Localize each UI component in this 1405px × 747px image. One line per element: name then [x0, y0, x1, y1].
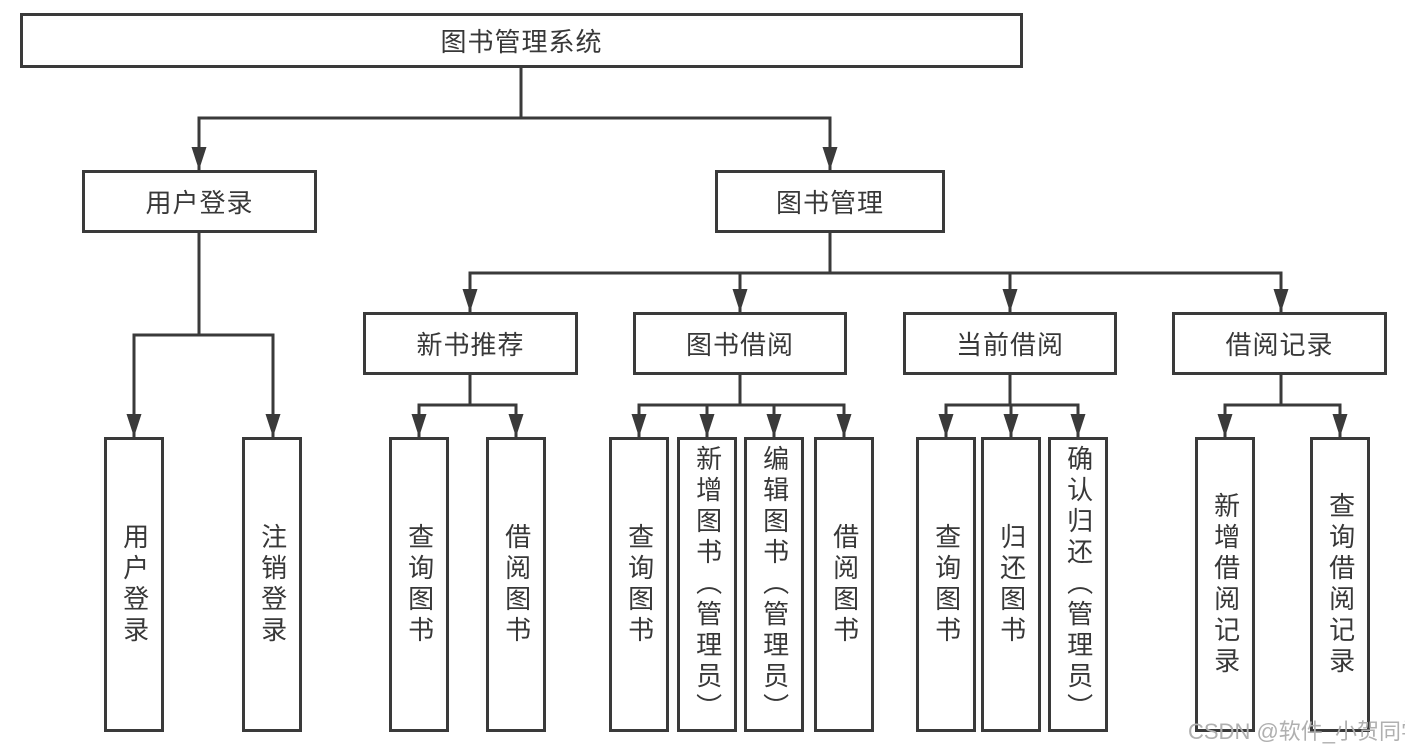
arrow-down-icon [1070, 414, 1086, 437]
node-book-borrow: 图书借阅 [633, 312, 847, 375]
node-current-borrow: 当前借阅 [903, 312, 1117, 375]
leaf-borrow-book: 借阅图书 [814, 437, 874, 732]
leaf-add-book-admin: 新增图书（管理员） [677, 437, 737, 732]
arrow-down-icon [1002, 289, 1018, 312]
leaf-label: 新增图书（管理员） [692, 445, 723, 724]
leaf-logout-login: 注销登录 [242, 437, 302, 732]
arrow-down-icon [462, 289, 478, 312]
node-new-book-recommend: 新书推荐 [363, 312, 578, 375]
arrow-down-icon [822, 147, 838, 170]
leaf-user-login: 用户登录 [104, 437, 164, 732]
leaf-label: 确认归还（管理员） [1063, 445, 1094, 724]
leaf-label: 查询图书 [931, 522, 962, 647]
leaf-label: 编辑图书（管理员） [759, 445, 790, 724]
leaf-label: 借阅图书 [829, 522, 860, 647]
arrow-down-icon [699, 414, 715, 437]
watermark-text: CSDN @软件_小贺同学 [1188, 719, 1405, 744]
leaf-query-borrow-record: 查询借阅记录 [1310, 437, 1370, 732]
node-book-management: 图书管理 [715, 170, 945, 233]
leaf-label: 归还图书 [996, 522, 1027, 647]
leaf-label: 新增借阅记录 [1210, 491, 1241, 678]
node-library-system: 图书管理系统 [20, 13, 1023, 68]
arrow-down-icon [265, 414, 281, 437]
leaf-return-book: 归还图书 [981, 437, 1041, 732]
arrow-down-icon [836, 414, 852, 437]
leaf-label: 查询图书 [404, 522, 435, 647]
node-user-login: 用户登录 [82, 170, 317, 233]
arrow-down-icon [766, 414, 782, 437]
leaf-confirm-return-admin: 确认归还（管理员） [1048, 437, 1108, 732]
leaf-label: 借阅图书 [501, 522, 532, 647]
leaf-query-book-borrow: 查询图书 [609, 437, 669, 732]
arrow-down-icon [126, 414, 142, 437]
arrow-down-icon [631, 414, 647, 437]
arrow-down-icon [411, 414, 427, 437]
arrow-down-icon [1003, 414, 1019, 437]
leaf-add-borrow-record: 新增借阅记录 [1195, 437, 1255, 732]
leaf-label: 查询借阅记录 [1325, 491, 1356, 678]
leaf-edit-book-admin: 编辑图书（管理员） [744, 437, 804, 732]
node-borrow-record: 借阅记录 [1172, 312, 1387, 375]
leaf-label: 查询图书 [624, 522, 655, 647]
leaf-query-book-recommend: 查询图书 [389, 437, 449, 732]
arrow-down-icon [1273, 289, 1289, 312]
leaf-label: 用户登录 [119, 522, 150, 647]
leaf-borrow-book-recommend: 借阅图书 [486, 437, 546, 732]
arrow-down-icon [938, 414, 954, 437]
arrow-down-icon [732, 289, 748, 312]
leaf-label: 注销登录 [257, 522, 288, 647]
arrow-down-icon [508, 414, 524, 437]
arrow-down-icon [1217, 414, 1233, 437]
arrow-down-icon [1332, 414, 1348, 437]
leaf-query-book-current: 查询图书 [916, 437, 976, 732]
arrow-down-icon [191, 147, 207, 170]
